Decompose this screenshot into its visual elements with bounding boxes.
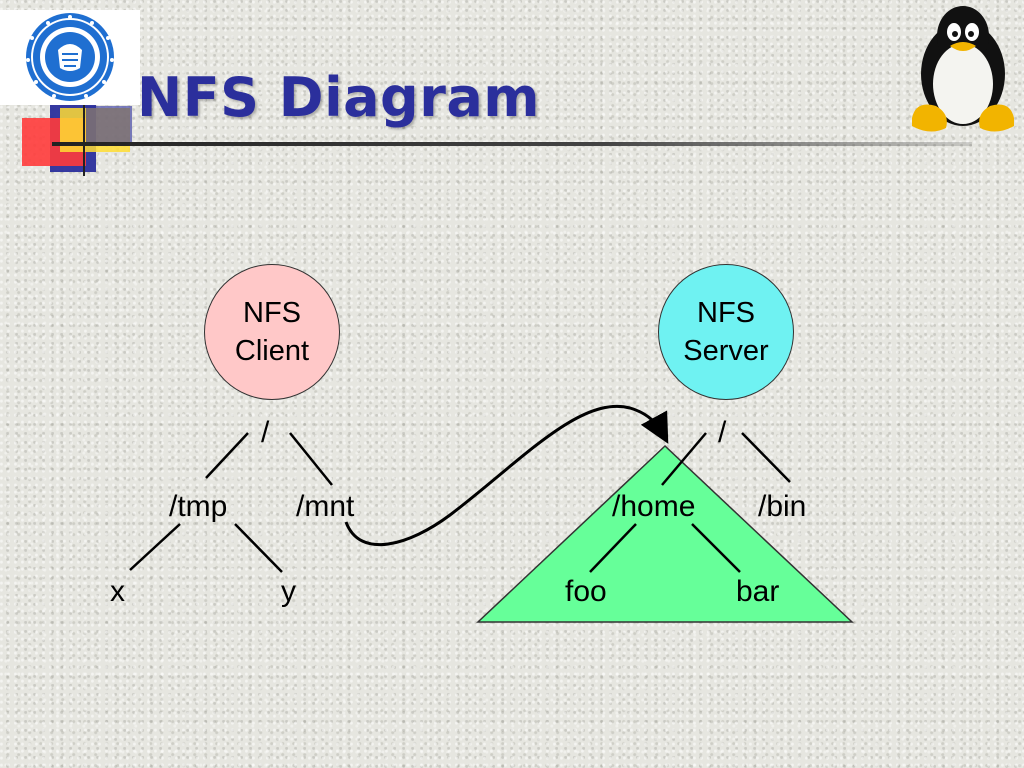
server-edge-root-home	[661, 432, 707, 486]
exported-subtree-triangle	[476, 444, 854, 623]
server-edge-home-foo	[589, 523, 637, 573]
mount-arrow	[344, 404, 669, 547]
server-bar-label: bar	[736, 575, 780, 608]
university-seal-icon	[26, 13, 114, 101]
client-edge-root-tmp	[205, 432, 249, 479]
server-edge-home-bar	[691, 523, 741, 573]
tux-penguin-icon	[912, 6, 1014, 132]
client-root-label: /	[261, 416, 270, 449]
client-edge-root-mnt	[289, 432, 333, 486]
slide-title: NFS Diagram	[137, 66, 541, 129]
nfs-client-label-line1: NFS	[243, 297, 301, 329]
nfs-client-node: NFS Client	[204, 264, 340, 400]
client-edge-tmp-y	[234, 523, 283, 573]
server-foo-label: foo	[565, 575, 607, 608]
title-underline	[52, 142, 972, 146]
nfs-server-node: NFS Server	[658, 264, 794, 400]
client-y-label: y	[281, 575, 296, 608]
server-root-label: /	[718, 416, 727, 449]
nfs-server-label-line1: NFS	[697, 297, 755, 329]
nfs-server-label-line2: Server	[683, 335, 769, 367]
client-tmp-label: /tmp	[169, 490, 228, 523]
server-home-label: /home	[612, 490, 696, 523]
client-mnt-label: /mnt	[296, 490, 355, 523]
client-x-label: x	[110, 575, 125, 608]
server-edge-root-bin	[741, 432, 791, 483]
client-edge-tmp-x	[129, 523, 181, 571]
server-bin-label: /bin	[758, 490, 807, 523]
nfs-client-label-line2: Client	[234, 335, 310, 367]
logo-box	[0, 10, 140, 105]
